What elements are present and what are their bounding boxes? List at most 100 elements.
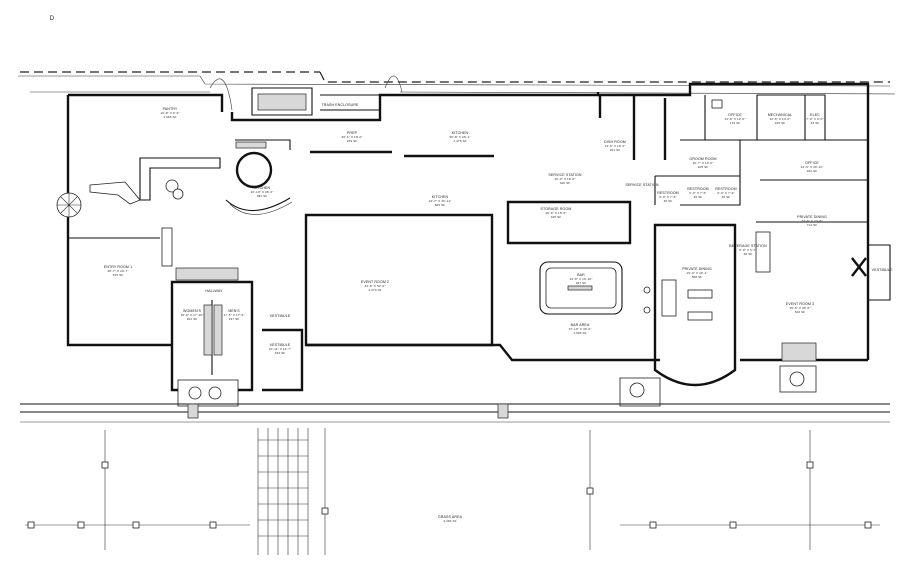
svg-text:425 SF: 425 SF — [551, 215, 562, 219]
svg-text:20'-0" X 16'-0": 20'-0" X 16'-0" — [554, 177, 575, 181]
svg-text:MECHANICAL: MECHANICAL — [768, 113, 793, 117]
svg-text:14'-8" X 12'-0": 14'-8" X 12'-0" — [724, 117, 745, 121]
svg-text:2,270 SF: 2,270 SF — [368, 288, 381, 292]
svg-text:GRASS AREA: GRASS AREA — [438, 515, 463, 519]
room-bar: BAR 24'-8" X 16'-10" 267 SF — [539, 261, 623, 315]
svg-text:526 SF: 526 SF — [795, 310, 806, 314]
svg-text:6'-0" X 7'-6": 6'-0" X 7'-6" — [659, 195, 676, 199]
svg-text:714 SF: 714 SF — [807, 223, 818, 227]
svg-text:39'-1" X 18'-0": 39'-1" X 18'-0" — [341, 135, 362, 139]
room-kitchen-round: KITCHEN 22'-10" X 28'-0" 392 SF — [225, 139, 293, 215]
svg-text:14'-6" X 18'-0": 14'-6" X 18'-0" — [604, 144, 625, 148]
svg-text:KITCHEN: KITCHEN — [452, 131, 469, 135]
svg-text:45 SF: 45 SF — [664, 199, 673, 203]
svg-text:RESTROOM: RESTROOM — [715, 187, 737, 191]
svg-text:BEVERAGE STATION: BEVERAGE STATION — [729, 244, 767, 248]
svg-text:10'-11" X 14'-7": 10'-11" X 14'-7" — [269, 347, 292, 351]
svg-text:558 SF: 558 SF — [692, 275, 703, 279]
svg-text:SERVICE STATION: SERVICE STATION — [548, 173, 582, 177]
room-groom-room: GROOM ROOM 10'-7" X 10'-0" 105 SF — [654, 139, 741, 206]
room-hallway: HALLWAY — [170, 267, 254, 392]
svg-text:BAR AREA: BAR AREA — [571, 323, 590, 327]
svg-text:1,475 SF: 1,475 SF — [453, 139, 466, 143]
svg-text:RESTROOM: RESTROOM — [687, 187, 709, 191]
svg-text:ELEC: ELEC — [810, 113, 820, 117]
svg-text:462 SF: 462 SF — [807, 169, 818, 173]
svg-text:7'-0" X 9'-0": 7'-0" X 9'-0" — [806, 117, 823, 121]
svg-text:48 SF: 48 SF — [744, 252, 753, 256]
room-prep: PREP 39'-1" X 18'-0" 239 SF — [310, 131, 392, 154]
svg-text:43'-8" X 52'-6": 43'-8" X 52'-6" — [364, 284, 385, 288]
svg-text:45 SF: 45 SF — [694, 195, 703, 199]
room-trash-enclosure: TRASH ENCLOSURE — [251, 87, 380, 116]
svg-text:KITCHEN: KITCHEN — [432, 195, 449, 199]
svg-text:56'-8" X 26'-1": 56'-8" X 26'-1" — [449, 135, 470, 139]
svg-text:EVENT ROOM 2: EVENT ROOM 2 — [361, 280, 389, 284]
svg-text:PANTRY: PANTRY — [163, 107, 178, 111]
planter-icons — [177, 365, 817, 407]
svg-text:6'-0" X 7'-6": 6'-0" X 7'-6" — [689, 191, 706, 195]
corner-mark: D — [50, 16, 55, 22]
svg-text:28'-7" X 29'-7": 28'-7" X 29'-7" — [107, 269, 128, 273]
svg-text:1,096 SF: 1,096 SF — [573, 331, 586, 335]
svg-text:665 SF: 665 SF — [435, 203, 446, 207]
room-vestibule-right: VESTIBULE — [851, 244, 893, 301]
grass-area: GRASS AREA 4,284 SF — [25, 428, 880, 555]
room-service-station-small: SERVICE STATION — [625, 183, 658, 187]
svg-text:STORAGE ROOM: STORAGE ROOM — [541, 207, 572, 211]
svg-text:18'-8" X 17'-10": 18'-8" X 17'-10" — [181, 313, 204, 317]
svg-text:875 SF: 875 SF — [113, 273, 124, 277]
svg-text:OFFICE: OFFICE — [805, 161, 819, 165]
building-base — [20, 403, 890, 423]
room-service-station: SERVICE STATION 20'-0" X 16'-0" 320 SF — [548, 173, 582, 185]
room-bar-area: BAR AREA 37'-10" X 30'-0" 1,096 SF — [569, 323, 592, 335]
room-event-room-2: EVENT ROOM 2 43'-8" X 52'-6" 2,270 SF — [304, 213, 494, 347]
svg-text:EVENT ROOM 3: EVENT ROOM 3 — [786, 302, 814, 306]
room-dish-room: DISH ROOM 14'-6" X 18'-0" 261 SF — [598, 95, 667, 160]
room-private-dining: PRIVATE DINING 33'-6" X 23'-8" 714 SF — [756, 215, 868, 227]
svg-text:17'-5" X 17'-5": 17'-5" X 17'-5" — [223, 313, 244, 317]
room-office-top: OFFICE 14'-8" X 12'-0" 176 SF — [704, 95, 758, 141]
svg-text:22'-7" X 30'-11": 22'-7" X 30'-11" — [429, 199, 452, 203]
pantry-fixtures — [89, 157, 221, 267]
svg-text:1,066 SF: 1,066 SF — [163, 115, 176, 119]
compass-icon — [56, 192, 82, 218]
svg-text:45 SF: 45 SF — [722, 195, 731, 199]
svg-text:320 SF: 320 SF — [560, 181, 571, 185]
svg-text:37'-10" X 30'-0": 37'-10" X 30'-0" — [569, 327, 592, 331]
svg-text:WOMEN'S: WOMEN'S — [183, 309, 201, 313]
room-mens: MEN'S 17'-5" X 17'-5" 197 SF — [203, 304, 244, 356]
svg-text:8'-8" X 5'-7": 8'-8" X 5'-7" — [739, 248, 756, 252]
svg-text:19'-0" X 40'-1": 19'-0" X 40'-1" — [686, 271, 707, 275]
svg-text:ENTRY ROOM 1: ENTRY ROOM 1 — [104, 265, 132, 269]
svg-text:PREP: PREP — [347, 131, 358, 135]
svg-text:HALLWAY: HALLWAY — [205, 289, 223, 293]
room-kitchen-mid: KITCHEN 22'-7" X 30'-11" 665 SF — [429, 195, 452, 207]
svg-text:105 SF: 105 SF — [698, 165, 709, 169]
room-office-right: OFFICE 24'-6" X 20'-11" 462 SF — [760, 139, 868, 181]
svg-text:24'-6" X 20'-11": 24'-6" X 20'-11" — [801, 165, 824, 169]
room-vestibule-left: VESTIBULE VESTIBULE 10'-11" X 14'-7" 153… — [262, 314, 304, 392]
svg-text:VESTIBULE: VESTIBULE — [270, 314, 291, 318]
svg-text:239 SF: 239 SF — [347, 139, 358, 143]
svg-text:12'-8" X 13'-0": 12'-8" X 13'-0" — [769, 117, 790, 121]
svg-text:OFFICE: OFFICE — [728, 113, 742, 117]
room-event-room-3: EVENT ROOM 3 35'-6" X 35'-6" 526 SF — [781, 302, 817, 362]
room-restroom-c: RESTROOM 6'-0" X 7'-6" 45 SF — [715, 187, 737, 199]
room-storage: STORAGE ROOM 26'-8" X 15'-6" 425 SF — [506, 200, 632, 245]
svg-text:RESTROOM: RESTROOM — [657, 191, 679, 195]
room-restroom-b: RESTROOM 6'-0" X 7'-6" 45 SF — [687, 187, 709, 199]
svg-text:TRASH ENCLOSURE: TRASH ENCLOSURE — [321, 103, 359, 107]
property-line — [18, 71, 896, 111]
room-beverage-station: BEVERAGE STATION 8'-8" X 5'-7" 48 SF — [729, 231, 771, 273]
svg-text:202 SF: 202 SF — [187, 317, 198, 321]
svg-text:DISH ROOM: DISH ROOM — [604, 140, 626, 144]
svg-text:22'-10" X 28'-0": 22'-10" X 28'-0" — [251, 190, 274, 194]
svg-text:10'-7" X 10'-0": 10'-7" X 10'-0" — [692, 161, 713, 165]
svg-text:KITCHEN: KITCHEN — [254, 186, 271, 190]
svg-text:10'-8" X 9'-9": 10'-8" X 9'-9" — [160, 111, 179, 115]
svg-text:PRIVATE DINING: PRIVATE DINING — [797, 215, 827, 219]
room-restroom-a: RESTROOM 6'-0" X 7'-6" 45 SF — [657, 191, 679, 203]
room-mechanical: MECHANICAL 12'-8" X 13'-0" 165 SF — [757, 94, 806, 141]
